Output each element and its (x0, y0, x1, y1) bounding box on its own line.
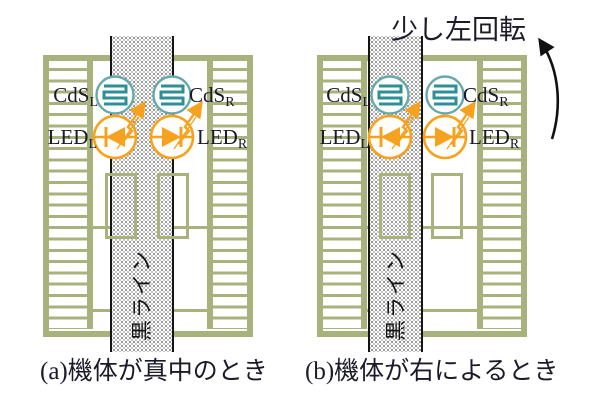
right-wheel-inner-edge-a (207, 61, 213, 329)
black-line-band-b (368, 36, 423, 352)
right-wheel-inner-edge-b (477, 61, 483, 329)
left-wheel-inner-edge-b (361, 61, 367, 329)
led-r-label-b: LEDR (469, 125, 520, 152)
caption-a: (a)機体が真中のとき (40, 358, 268, 385)
left-wheel-tread-b (323, 61, 361, 329)
cds-r-label-a: CdSR (189, 83, 235, 110)
gearbox-right-a (157, 173, 189, 239)
led-l-label-b: LEDL (319, 125, 369, 152)
left-wheel-inner-edge-a (87, 61, 93, 329)
gearbox-left-a (105, 173, 137, 239)
cds-l-label-a: CdSL (53, 83, 98, 110)
curved-up-arrow-icon (538, 37, 560, 140)
left-wheel-tread-a (49, 61, 87, 329)
led-l-label-a: LEDL (47, 125, 97, 152)
led-r-label-a: LEDR (197, 125, 248, 152)
caption-b: (b)機体が右によるとき (305, 358, 559, 385)
right-wheel-tread-a (213, 61, 247, 329)
black-line-vertical-label-b: 黒ライン (384, 249, 408, 341)
black-line-vertical-label-a: 黒ライン (130, 249, 154, 341)
gearbox-left-b (379, 173, 411, 239)
cds-r-label-b: CdSR (463, 83, 509, 110)
turn-annotation-b: 少し左回転 (391, 15, 526, 45)
cds-l-label-b: CdSL (326, 83, 371, 110)
right-wheel-tread-b (483, 61, 521, 329)
gearbox-right-b (431, 173, 463, 239)
